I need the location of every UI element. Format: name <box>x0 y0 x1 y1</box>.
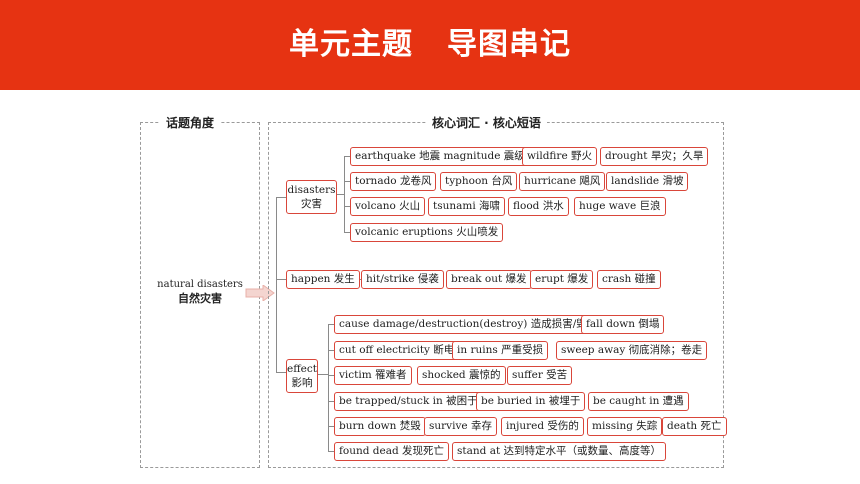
header-banner <box>0 0 860 90</box>
term-landslide: landslide 滑坡 <box>606 172 689 191</box>
term-be-trapped: be trapped/stuck in 被困于 <box>334 392 483 411</box>
term-typhoon: typhoon 台风 <box>440 172 518 191</box>
term-survive: survive 幸存 <box>424 417 497 436</box>
term-earthquake: earthquake 地震 magnitude 震级 <box>350 147 530 166</box>
effect-horizontal-connector <box>318 374 328 375</box>
term-tornado: tornado 龙卷风 <box>350 172 437 191</box>
term-stand-at: stand at 达到特定水平（或数量、高度等） <box>452 442 667 461</box>
term-cut-off-electricity: cut off electricity 断电 <box>334 341 460 360</box>
term-shocked: shocked 震惊的 <box>417 366 506 385</box>
category-effect-cn: 影响 <box>291 377 313 389</box>
term-suffer: suffer 受苦 <box>507 366 573 385</box>
category-effect: effect 影响 <box>286 359 318 393</box>
term-cause-damage: cause damage/destruction(destroy) 造成损害/毁… <box>334 315 603 334</box>
title-part-1: 单元主题 <box>289 27 413 62</box>
category-effect-en: effect <box>287 363 317 375</box>
main-vertical-connector <box>276 197 277 372</box>
term-fall-down: fall down 倒塌 <box>581 315 665 334</box>
disasters-tick-2 <box>344 181 350 182</box>
term-hit-strike: hit/strike 侵袭 <box>361 270 444 289</box>
term-break-out: break out 爆发 <box>446 270 532 289</box>
effect-tick-1 <box>328 324 334 325</box>
term-drought: drought 旱灾；久旱 <box>600 147 709 166</box>
disasters-horizontal-connector <box>337 194 345 195</box>
term-in-ruins: in ruins 严重受损 <box>452 341 549 360</box>
category-disasters-cn: 灾害 <box>301 198 322 210</box>
category-disasters-en: disasters <box>287 184 336 196</box>
connector-disasters <box>276 197 286 198</box>
effect-tick-6 <box>328 451 334 452</box>
term-huge-wave: huge wave 巨浪 <box>574 197 666 216</box>
page-title: 单元主题导图串记 <box>0 0 860 90</box>
term-be-caught: be caught in 遭遇 <box>588 392 689 411</box>
effect-tick-5 <box>328 426 334 427</box>
term-flood: flood 洪水 <box>508 197 569 216</box>
right-panel-label: 核心词汇 · 核心短语 <box>426 114 547 131</box>
term-erupt: erupt 爆发 <box>530 270 594 289</box>
effect-tick-4 <box>328 401 334 402</box>
term-burn-down: burn down 焚毁 <box>334 417 426 436</box>
effect-tick-3 <box>328 375 334 376</box>
title-part-2: 导图串记 <box>447 27 571 62</box>
topic-block: natural disasters 自然灾害 <box>140 278 260 306</box>
category-disasters: disasters 灾害 <box>286 180 337 214</box>
term-volcanic-eruptions: volcanic eruptions 火山喷发 <box>350 223 504 242</box>
effect-tick-2 <box>328 350 334 351</box>
topic-cn: 自然灾害 <box>178 292 222 305</box>
left-panel-label: 话题角度 <box>160 114 221 131</box>
term-victim: victim 罹难者 <box>334 366 412 385</box>
disasters-tick-4 <box>344 232 350 233</box>
term-hurricane: hurricane 飓风 <box>519 172 606 191</box>
term-tsunami: tsunami 海啸 <box>428 197 506 216</box>
term-found-dead: found dead 发现死亡 <box>334 442 450 461</box>
connector-effect <box>276 372 286 373</box>
disasters-tick-3 <box>344 206 350 207</box>
term-death: death 死亡 <box>662 417 727 436</box>
term-crash: crash 碰撞 <box>597 270 661 289</box>
term-wildfire: wildfire 野火 <box>522 147 597 166</box>
topic-en: natural disasters <box>157 279 243 290</box>
disasters-tick-1 <box>344 156 350 157</box>
category-happen: happen 发生 <box>286 270 360 289</box>
effect-vertical-connector <box>328 324 329 451</box>
term-be-buried: be buried in 被埋于 <box>476 392 586 411</box>
connector-happen <box>276 279 286 280</box>
term-injured: injured 受伤的 <box>501 417 584 436</box>
term-volcano: volcano 火山 <box>350 197 426 216</box>
term-sweep-away: sweep away 彻底消除；卷走 <box>556 341 708 360</box>
term-missing: missing 失踪 <box>587 417 663 436</box>
